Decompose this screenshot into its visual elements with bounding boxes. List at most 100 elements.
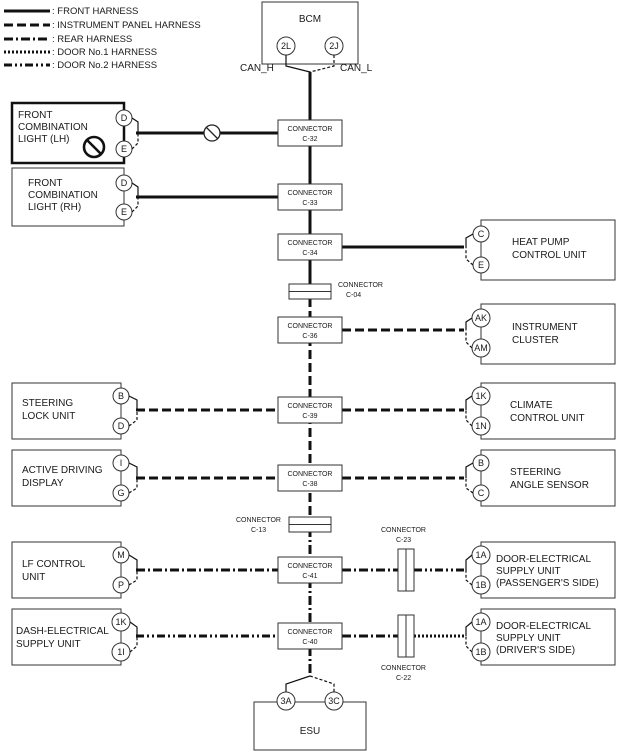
steering-lock-box bbox=[11, 382, 122, 440]
lf-control-pin-p-wire bbox=[128, 570, 138, 586]
connector-c40-id: C-40 bbox=[302, 639, 317, 646]
lf-control-unit: LF CONTROL UNIT M P bbox=[11, 541, 138, 599]
bcm-can-h-wire bbox=[285, 55, 311, 73]
instrument-pin-am-wire bbox=[465, 330, 473, 349]
front-combination-light-lh: FRONT COMBINATION LIGHT (LH) D E bbox=[10, 101, 139, 165]
steering-angle-pin-c-label: C bbox=[478, 488, 485, 498]
door-pass-pin-1b-label: 1B bbox=[475, 580, 486, 590]
legend-front-label: : FRONT HARNESS bbox=[52, 6, 138, 17]
active-display-pin-i-label: I bbox=[120, 458, 123, 468]
climate-control-unit: CLIMATE CONTROL UNIT 1K 1N bbox=[465, 382, 616, 440]
steering-angle-box bbox=[480, 449, 616, 507]
instrument-line-2: CLUSTER bbox=[512, 335, 559, 346]
heat-pump-control-unit: HEAT PUMP CONTROL UNIT C E bbox=[465, 219, 616, 281]
bcm-label: BCM bbox=[299, 14, 321, 25]
connector-c04-id: C-04 bbox=[346, 292, 361, 299]
front-rh-line-3: LIGHT (RH) bbox=[28, 202, 81, 213]
heat-pump-pin-c-label: C bbox=[478, 229, 485, 239]
climate-pin-1n-wire bbox=[465, 410, 473, 427]
dash-supply-box bbox=[11, 608, 122, 666]
active-display-pin-g-label: G bbox=[117, 488, 124, 498]
active-display-pin-g-wire bbox=[128, 478, 138, 494]
lf-control-line-2: UNIT bbox=[22, 572, 45, 583]
legend: : FRONT HARNESS : INSTRUMENT PANEL HARNE… bbox=[4, 6, 201, 71]
connector-c41: CONNECTOR C-41 bbox=[136, 556, 464, 584]
climate-line-2: CONTROL UNIT bbox=[510, 413, 585, 424]
not-used-icon bbox=[203, 124, 221, 142]
lf-control-line-1: LF CONTROL bbox=[22, 559, 86, 570]
connector-c34-id: C-34 bbox=[302, 250, 317, 257]
door-driver-pin-1a-label: 1A bbox=[475, 617, 486, 627]
front-lh-box bbox=[10, 101, 126, 165]
climate-pin-1k-wire bbox=[465, 395, 473, 410]
dash-supply-pin-1i-wire bbox=[129, 636, 138, 653]
heat-pump-box bbox=[480, 219, 616, 281]
connector-c40-box bbox=[277, 622, 343, 650]
instrument-line-1: INSTRUMENT bbox=[512, 322, 578, 333]
bcm-pin-2j-label: 2J bbox=[329, 41, 339, 51]
steering-lock-line-1: STEERING bbox=[22, 398, 73, 409]
prohibited-icon bbox=[82, 135, 106, 159]
climate-line-1: CLIMATE bbox=[510, 400, 553, 411]
connector-c33-box bbox=[277, 183, 343, 211]
connector-c38-word: CONNECTOR bbox=[288, 471, 333, 478]
connector-c40: CONNECTOR C-40 bbox=[136, 622, 464, 650]
front-lh-line-3: LIGHT (LH) bbox=[18, 134, 70, 145]
dash-electrical-supply-unit: DASH-ELECTRICAL SUPPLY UNIT 1K 1I bbox=[11, 608, 138, 666]
connector-c22-word: CONNECTOR bbox=[381, 665, 426, 672]
steering-lock-pin-b-wire bbox=[128, 395, 138, 410]
door-pass-line-1: DOOR-ELECTRICAL bbox=[496, 554, 591, 565]
heat-pump-pin-e-wire bbox=[465, 247, 474, 266]
dash-supply-pin-1k-label: 1K bbox=[115, 617, 126, 627]
can-l-label: CAN_L bbox=[340, 63, 373, 74]
dash-supply-line-1: DASH-ELECTRICAL bbox=[16, 626, 109, 637]
lf-control-pin-p-label: P bbox=[118, 580, 124, 590]
connector-c13: CONNECTOR C-13 bbox=[236, 516, 332, 534]
can-h-label: CAN_H bbox=[240, 63, 274, 74]
esu-pin-3a bbox=[276, 691, 296, 711]
front-rh-line-2: COMBINATION bbox=[28, 190, 98, 201]
door-driver-pin-1a-wire bbox=[465, 621, 473, 636]
legend-instrument-panel-label: : INSTRUMENT PANEL HARNESS bbox=[52, 20, 201, 31]
legend-door2-label: : DOOR No.2 HARNESS bbox=[52, 60, 157, 71]
connector-c23-id: C-23 bbox=[396, 537, 411, 544]
connector-c23-word: CONNECTOR bbox=[381, 527, 426, 534]
heat-pump-line-2: CONTROL UNIT bbox=[512, 250, 587, 261]
instrument-pin-ak-label: AK bbox=[475, 313, 487, 323]
connector-c33: CONNECTOR C-33 bbox=[136, 183, 343, 211]
connector-c36: CONNECTOR C-36 bbox=[277, 316, 464, 344]
connector-c33-word: CONNECTOR bbox=[288, 190, 333, 197]
bcm-unit: BCM 2L 2J CAN_H CAN_L bbox=[240, 1, 373, 74]
dash-supply-pin-1i-label: 1I bbox=[117, 647, 125, 657]
climate-pin-1k-label: 1K bbox=[475, 391, 486, 401]
front-rh-pin-d-wire bbox=[131, 182, 139, 197]
door-driver-pin-1b-label: 1B bbox=[475, 647, 486, 657]
connector-c40-word: CONNECTOR bbox=[288, 629, 333, 636]
connector-c36-box bbox=[277, 316, 343, 344]
esu-pin-3a-label: 3A bbox=[280, 696, 291, 706]
connector-c39-box bbox=[277, 396, 343, 424]
legend-door1-label: : DOOR No.1 HARNESS bbox=[52, 47, 157, 58]
connector-c41-word: CONNECTOR bbox=[288, 563, 333, 570]
door-pass-pin-1a-wire bbox=[465, 554, 473, 570]
connector-c33-id: C-33 bbox=[302, 200, 317, 207]
heat-pump-pin-e-label: E bbox=[478, 260, 484, 270]
esu-3c-wire bbox=[309, 675, 335, 692]
connector-c41-box bbox=[277, 556, 343, 584]
connector-c38-id: C-38 bbox=[302, 481, 317, 488]
active-driving-display: ACTIVE DRIVING DISPLAY I G bbox=[11, 449, 138, 507]
bcm-can-l-wire bbox=[309, 55, 335, 73]
steering-angle-pin-c-wire bbox=[465, 478, 474, 494]
connector-c32: CONNECTOR C-32 bbox=[136, 119, 343, 147]
instrument-pin-am-label: AM bbox=[474, 343, 488, 353]
front-lh-line-2: COMBINATION bbox=[18, 122, 88, 133]
steering-angle-line-1: STEERING bbox=[510, 467, 561, 478]
door-pass-pin-1b-wire bbox=[465, 570, 473, 586]
door-driver-line-1: DOOR-ELECTRICAL bbox=[496, 621, 591, 632]
door-driver-box bbox=[480, 608, 616, 666]
front-lh-line-1: FRONT bbox=[18, 110, 52, 121]
door-electrical-supply-unit-passenger: DOOR-ELECTRICAL SUPPLY UNIT (PASSENGER'S… bbox=[465, 541, 616, 599]
esu-3a-wire bbox=[285, 675, 311, 692]
connector-c04-word: CONNECTOR bbox=[338, 282, 383, 289]
